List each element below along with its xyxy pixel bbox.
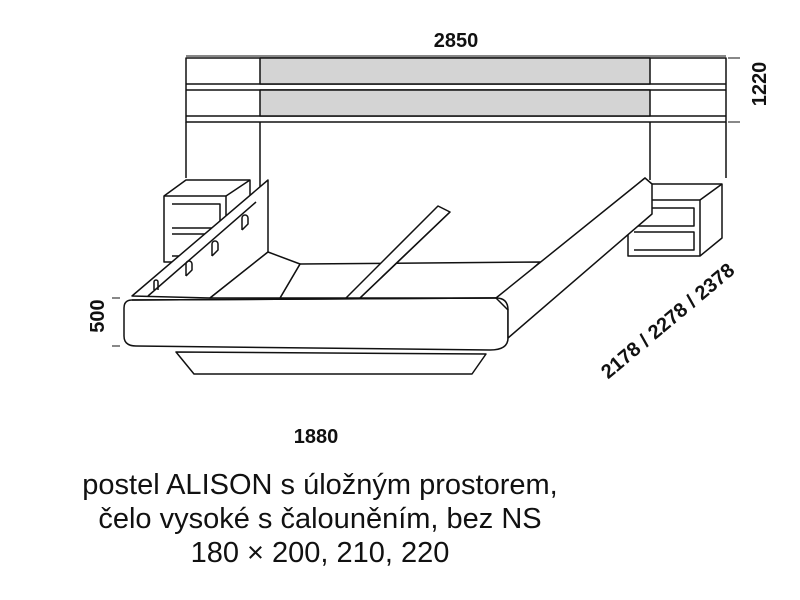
dimension-bed-width: 1880 bbox=[294, 426, 339, 448]
dimension-bed-height: 500 bbox=[87, 299, 109, 332]
footboard bbox=[123, 177, 653, 375]
headboard-upholstery-top bbox=[259, 57, 651, 85]
dimension-bed-length: 2178 / 2278 / 2378 bbox=[597, 259, 739, 383]
caption-line-3: 180 × 200, 210, 220 bbox=[190, 537, 450, 569]
headboard bbox=[185, 57, 727, 190]
caption-line-1: postel ALISON s úložným prostorem, bbox=[82, 469, 558, 501]
lift-hinges bbox=[153, 214, 249, 290]
caption-line-2: čelo vysoké s čalouněním, bez NS bbox=[98, 503, 542, 535]
dimension-headboard-height: 1220 bbox=[749, 62, 771, 107]
dimension-lines bbox=[112, 55, 740, 347]
headboard-upholstery-bottom bbox=[259, 89, 651, 117]
dimension-total-width: 2850 bbox=[434, 30, 479, 52]
